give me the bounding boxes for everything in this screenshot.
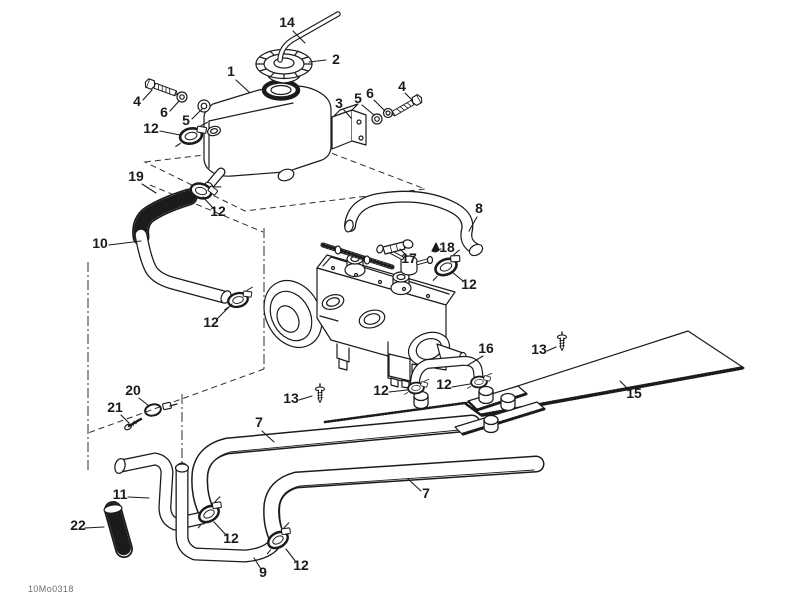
- callout-11: 11: [113, 486, 128, 502]
- washer-6: [382, 107, 394, 119]
- callout-10: 10: [92, 235, 108, 251]
- callout-17: 17: [401, 250, 417, 266]
- hose-16: [409, 355, 484, 392]
- callout-15: 15: [626, 385, 642, 401]
- washer-6: [176, 91, 188, 103]
- callout-16: 16: [478, 340, 494, 356]
- callout-12: 12: [461, 276, 477, 292]
- hose-11: [114, 452, 209, 531]
- corrugated-hose-19: [132, 188, 198, 246]
- valve-18: [431, 242, 440, 253]
- callout-6: 6: [160, 104, 168, 120]
- callout-12: 12: [293, 557, 309, 573]
- hose-10: [134, 228, 232, 304]
- callout-20: 20: [125, 382, 141, 398]
- callout-18: 18: [439, 239, 455, 255]
- callout-12: 12: [373, 382, 389, 398]
- callout-12: 12: [210, 203, 226, 219]
- bolt-4: [389, 93, 425, 119]
- callout-9: 9: [259, 564, 267, 580]
- callout-7: 7: [255, 414, 263, 430]
- callout-21: 21: [107, 399, 123, 415]
- washer-5: [371, 113, 383, 125]
- vent-hose-14: [277, 11, 341, 63]
- callout-13: 13: [283, 390, 299, 406]
- callout-22: 22: [70, 517, 86, 533]
- callout-4: 4: [398, 78, 406, 94]
- callout-3: 3: [335, 95, 343, 111]
- callout-leaders: [84, 30, 631, 570]
- tunnel-hose-lower: [263, 455, 545, 549]
- hose-8: [344, 190, 484, 257]
- tunnel-hose-upper: [191, 414, 481, 522]
- callout-6: 6: [366, 85, 374, 101]
- hose-9: [174, 462, 283, 563]
- callout-8: 8: [475, 200, 483, 216]
- corrugated-hose-22: [103, 501, 133, 558]
- callout-19: 19: [128, 168, 144, 184]
- screw-13: [556, 331, 568, 352]
- callout-4: 4: [133, 93, 141, 109]
- temperature-sensor-17: [376, 239, 414, 255]
- callout-2: 2: [332, 51, 340, 67]
- washer-5: [197, 99, 211, 113]
- callout-12: 12: [203, 314, 219, 330]
- screw-13: [314, 383, 326, 404]
- callout-7: 7: [422, 485, 430, 501]
- callout-1: 1: [227, 63, 235, 79]
- callout-14: 14: [279, 14, 295, 30]
- callout-12: 12: [223, 530, 239, 546]
- callout-12: 12: [143, 120, 159, 136]
- callout-5: 5: [182, 112, 190, 128]
- drain-fitting-20: [144, 401, 178, 417]
- filler-cap: [255, 48, 313, 84]
- callouts: 14 2 1 4 6 5 12 3 5 6 4 19 12 10 8 18 17…: [70, 14, 642, 580]
- plate-code: 10Mo0318: [28, 584, 74, 594]
- engine-block: [263, 242, 467, 389]
- bolt-4: [143, 77, 180, 99]
- screw-21: [124, 417, 143, 431]
- callout-5: 5: [354, 90, 362, 106]
- construction-lines: [87, 142, 426, 472]
- callout-13: 13: [531, 341, 547, 357]
- bracket-3: [331, 103, 367, 150]
- coolant-tank: [203, 79, 332, 191]
- callout-12: 12: [436, 376, 452, 392]
